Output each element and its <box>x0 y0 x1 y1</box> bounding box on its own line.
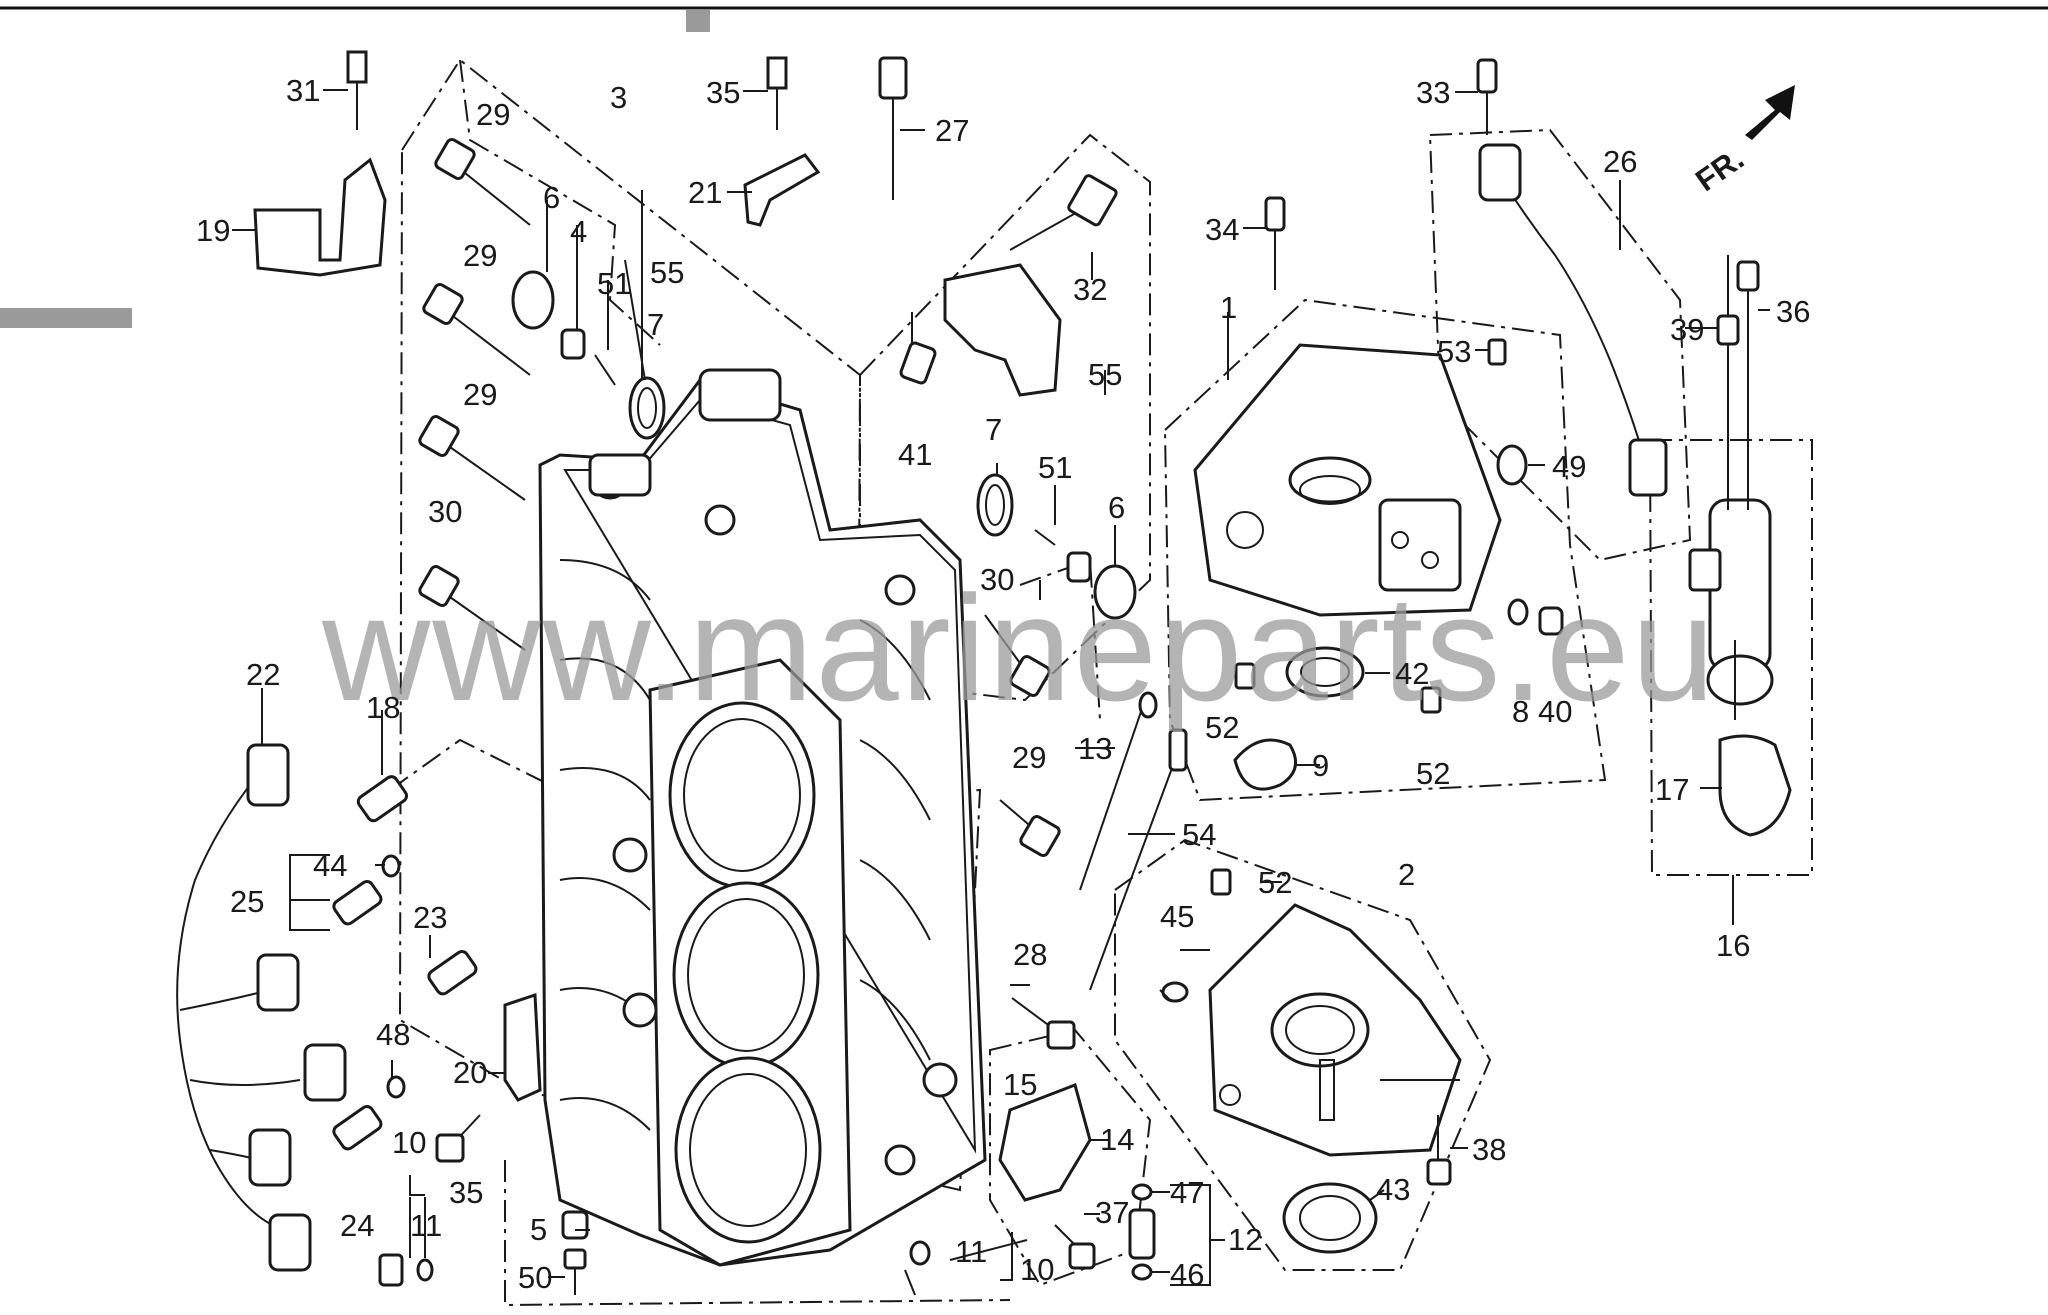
label-part-37: 37 <box>1095 1195 1129 1230</box>
label-part-32: 32 <box>1073 272 1107 307</box>
label-part-34: 34 <box>1205 212 1239 247</box>
cylinder-block <box>538 368 987 1267</box>
label-part-27: 27 <box>935 113 969 148</box>
label-part-10-b: 10 <box>1020 1252 1054 1287</box>
label-part-52-a: 52 <box>1205 710 1239 745</box>
label-part-7-b: 7 <box>985 412 1002 447</box>
label-part-31: 31 <box>286 73 320 108</box>
label-part-40: 40 <box>1538 694 1572 729</box>
label-part-17: 17 <box>1655 772 1689 807</box>
label-part-45: 45 <box>1160 899 1194 934</box>
label-part-53: 53 <box>1437 334 1471 369</box>
label-part-1: 1 <box>1220 290 1237 325</box>
label-part-14: 14 <box>1100 1122 1134 1157</box>
label-part-52-b: 52 <box>1416 756 1450 791</box>
front-marker-label: FR. <box>1689 141 1750 198</box>
label-part-16: 16 <box>1716 928 1750 963</box>
small-parts <box>176 50 1792 1296</box>
label-part-46: 46 <box>1170 1257 1204 1292</box>
front-direction-arrow: FR. <box>1689 85 1795 198</box>
label-part-6-b: 6 <box>1108 490 1125 525</box>
label-part-15: 15 <box>1003 1067 1037 1102</box>
label-part-28: 28 <box>1013 937 1047 972</box>
label-part-25: 25 <box>230 884 264 919</box>
label-part-9: 9 <box>1312 748 1329 783</box>
label-part-2: 2 <box>1398 857 1415 892</box>
leader-lines <box>232 89 1770 1286</box>
part-labels: 31 19 29 3 35 27 21 6 4 51 55 7 29 29 30… <box>196 73 1810 1295</box>
oil-case-cover-1 <box>1193 343 1502 617</box>
label-part-49: 49 <box>1552 449 1586 484</box>
label-part-19: 19 <box>196 213 230 248</box>
label-part-29-b: 29 <box>463 238 497 273</box>
label-part-30-b: 30 <box>980 562 1014 597</box>
label-part-26: 26 <box>1603 144 1637 179</box>
label-part-39: 39 <box>1670 312 1704 347</box>
label-part-38: 38 <box>1472 1132 1506 1167</box>
label-part-20: 20 <box>453 1055 487 1090</box>
label-part-10-a: 10 <box>392 1125 426 1160</box>
label-part-22: 22 <box>246 657 280 692</box>
label-part-11-a: 11 <box>410 1208 442 1243</box>
label-part-36: 36 <box>1776 294 1810 329</box>
label-part-50: 50 <box>518 1260 552 1295</box>
label-part-54: 54 <box>1182 817 1216 852</box>
label-part-51-b: 51 <box>1038 450 1072 485</box>
top-tab-marker <box>686 10 710 32</box>
label-part-11-b: 11 <box>955 1234 987 1269</box>
label-part-12: 12 <box>1228 1222 1262 1257</box>
label-part-13: 13 <box>1078 731 1112 766</box>
label-part-35-a: 35 <box>706 75 740 110</box>
label-part-21: 21 <box>688 175 722 210</box>
label-part-6-a: 6 <box>543 180 560 215</box>
watermark-text: www.marineparts.eu <box>321 564 1717 732</box>
left-bar-marker <box>0 308 132 328</box>
label-part-24: 24 <box>340 1208 374 1243</box>
label-part-55-a: 55 <box>650 255 684 290</box>
label-part-43: 43 <box>1376 1172 1410 1207</box>
label-part-29-c: 29 <box>463 377 497 412</box>
lower-case-2 <box>1208 903 1462 1157</box>
label-part-48: 48 <box>376 1017 410 1052</box>
label-part-35-b: 35 <box>449 1175 483 1210</box>
label-part-18: 18 <box>366 690 400 725</box>
label-part-47: 47 <box>1170 1175 1204 1210</box>
label-part-51-a: 51 <box>597 266 631 301</box>
label-part-3: 3 <box>610 80 627 115</box>
label-part-44: 44 <box>313 848 347 883</box>
label-part-7-a: 7 <box>647 307 664 342</box>
bracket-19 <box>253 157 387 277</box>
label-part-52-c: 52 <box>1258 865 1292 900</box>
label-part-41: 41 <box>898 437 932 472</box>
label-part-29-d: 29 <box>1012 740 1046 775</box>
label-part-42: 42 <box>1395 656 1429 691</box>
label-part-8: 8 <box>1512 694 1529 729</box>
label-part-29-a: 29 <box>476 97 510 132</box>
label-part-23: 23 <box>413 900 447 935</box>
label-part-30-a: 30 <box>428 494 462 529</box>
label-part-5: 5 <box>530 1212 547 1247</box>
label-part-33: 33 <box>1416 75 1450 110</box>
label-part-4: 4 <box>570 214 587 249</box>
label-part-55-b: 55 <box>1088 357 1122 392</box>
